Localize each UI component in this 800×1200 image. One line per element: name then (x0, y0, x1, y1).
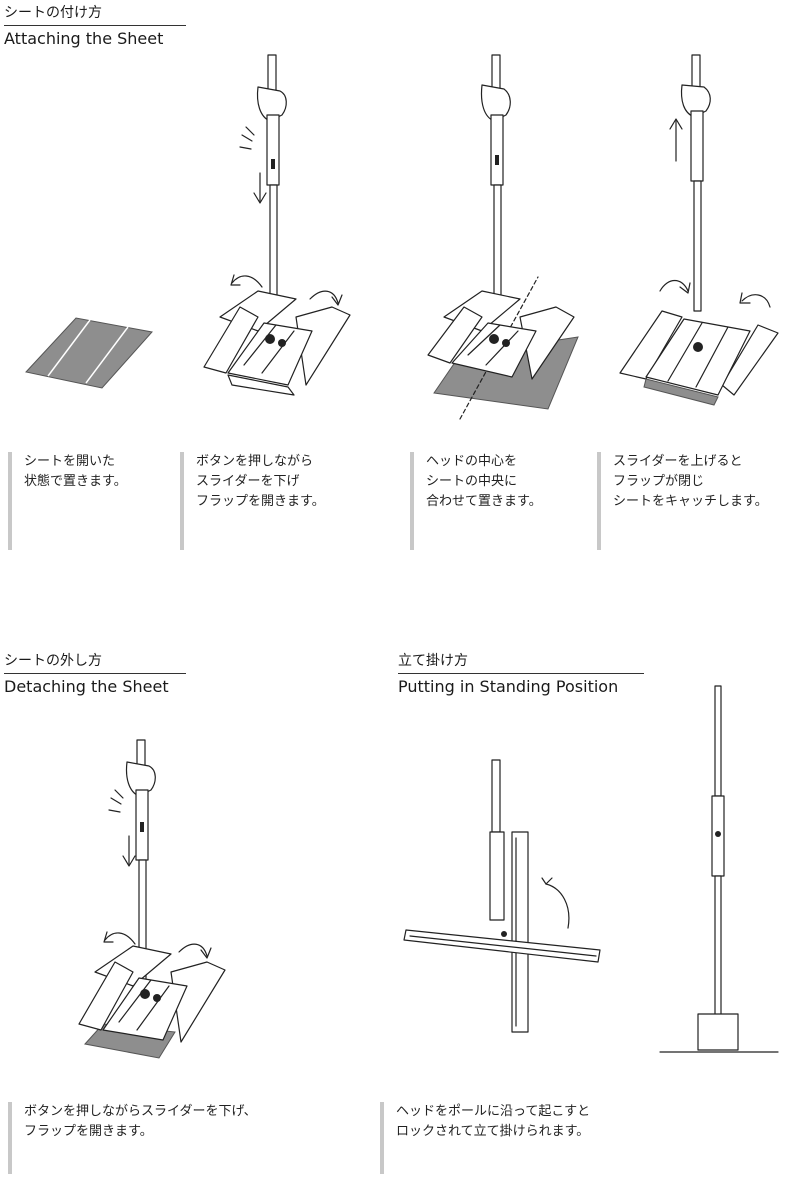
caption-line: 合わせて置きます。 (426, 494, 542, 509)
caption-line: スライダーを下げ (196, 474, 300, 489)
caption-line: シートを開いた (24, 454, 116, 469)
head-raise-illustration (403, 759, 601, 1033)
caption-attach-step-3: ヘッドの中心を シートの中央に 合わせて置きます。 (410, 452, 586, 550)
caption-line: フラップが閉じ (613, 474, 705, 489)
mop-flaps-closed-illustration (619, 54, 779, 406)
heading-rule (4, 673, 186, 674)
sheet-flat-illustration (25, 317, 153, 389)
caption-line: シートの中央に (426, 474, 518, 489)
click-mark-icon (108, 789, 124, 813)
mop-detach-illustration (78, 739, 226, 1059)
section-title-en: Detaching the Sheet (4, 677, 169, 696)
section-heading-stand: 立て掛け方 Putting in Standing Position (398, 652, 644, 698)
section-title-en: Attaching the Sheet (4, 29, 164, 48)
caption-detach-step: ボタンを押しながらスライダーを下げ、 フラップを開きます。 (8, 1102, 344, 1174)
arrow-down-icon (122, 835, 136, 867)
caption-line: ヘッドをポールに沿って起こすと (396, 1104, 591, 1119)
click-mark-icon (239, 126, 255, 150)
caption-line: フラップを開きます。 (24, 1124, 153, 1139)
section-heading-attach: シートの付け方 Attaching the Sheet (4, 4, 186, 50)
caption-attach-step-4: スライダーを上げると フラップが閉じ シートをキャッチします。 (597, 452, 798, 550)
caption-stand-step: ヘッドをポールに沿って起こすと ロックされて立て掛けられます。 (380, 1102, 696, 1174)
caption-attach-step-2: ボタンを押しながら スライダーを下げ フラップを開きます。 (180, 452, 386, 550)
mop-on-sheet-illustration (427, 54, 579, 420)
caption-line: ヘッドの中心を (426, 454, 518, 469)
rotate-arrow-icon (541, 877, 570, 929)
arrow-up-icon (669, 118, 683, 162)
caption-line: ボタンを押しながら (196, 454, 314, 469)
rotate-arrow-icon (103, 931, 212, 959)
mop-flaps-open-illustration (203, 54, 351, 396)
rotate-arrow-icon (230, 274, 343, 306)
caption-line: シートをキャッチします。 (613, 494, 768, 509)
caption-line: スライダーを上げると (613, 454, 743, 469)
section-title-jp: 立て掛け方 (398, 653, 468, 669)
section-title-en: Putting in Standing Position (398, 677, 619, 696)
caption-line: ボタンを押しながらスライダーを下げ、 (24, 1104, 257, 1119)
arrow-down-icon (253, 172, 267, 204)
section-title-jp: シートの外し方 (4, 653, 102, 669)
section-heading-detach: シートの外し方 Detaching the Sheet (4, 652, 186, 698)
mop-standing-illustration (659, 685, 779, 1053)
caption-line: ロックされて立て掛けられます。 (396, 1124, 590, 1139)
caption-line: 状態で置きます。 (24, 474, 127, 489)
caption-attach-step-1: シートを開いた 状態で置きます。 (8, 452, 174, 550)
heading-rule (4, 25, 186, 26)
heading-rule (398, 673, 644, 674)
caption-line: フラップを開きます。 (196, 494, 325, 509)
rotate-arrow-icon (659, 279, 771, 308)
section-title-jp: シートの付け方 (4, 5, 102, 21)
